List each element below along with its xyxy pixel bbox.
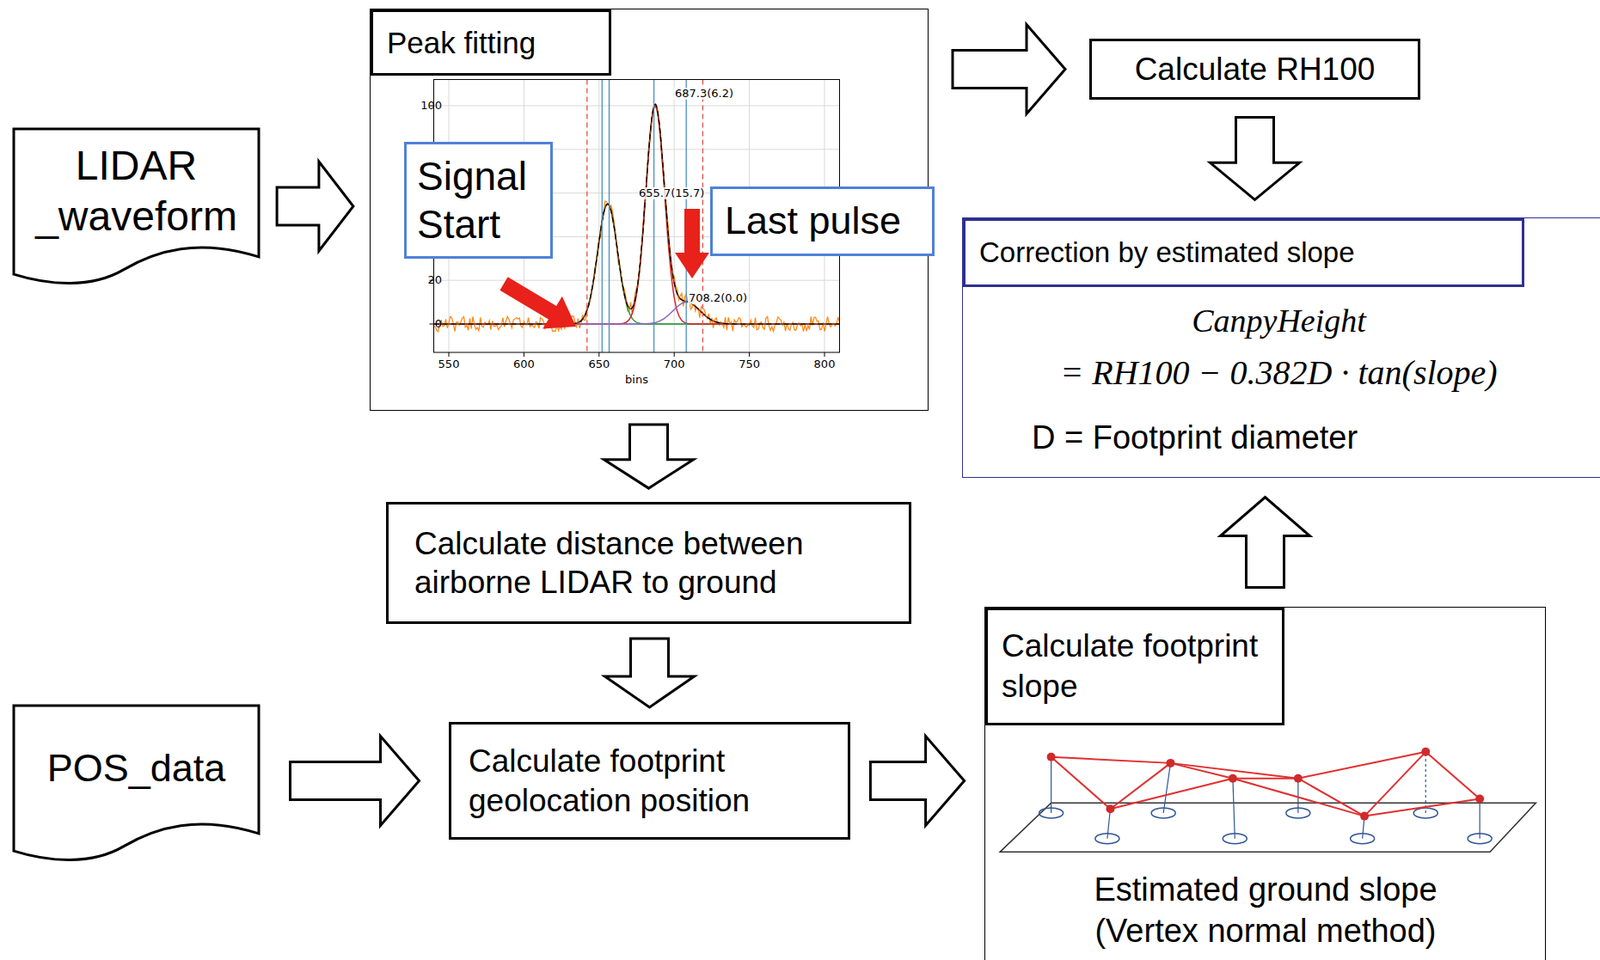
panel-heading: Peak fitting [370,9,612,76]
red-pointer-arrow [674,208,710,279]
text: Estimated ground slope (Vertex normal me… [1063,870,1468,952]
document-shape: POS_data [12,704,261,863]
height-line [1425,752,1427,814]
peak-line [608,79,610,354]
panel: Correction by estimated slopeCanpyHeight… [962,217,1600,479]
node-text: Calculate RH100 [1134,49,1376,89]
red-pointer-arrow [499,276,577,329]
node-text: POS_data [47,745,227,793]
document-outline-path [13,128,259,283]
ground-plane [999,803,1536,853]
node-text: Calculate distance between airborne LIDA… [414,524,883,602]
tick-label: 800 [814,358,836,371]
process-box: Calculate footprint geolocation position [448,722,851,840]
tick-label: 700 [663,358,686,371]
text: D = Footprint diameter [1031,417,1565,460]
panel: Peak fittingSignal Start Last pulse [369,8,929,411]
peak-line [601,79,603,354]
mesh-vertex [1047,753,1056,762]
block-arrow [276,161,354,252]
panel: Calculate footprint slopeEstimated groun… [984,606,1546,960]
process-box: Calculate RH100 [1089,38,1421,100]
tick [674,352,675,357]
tick-label: 750 [738,358,761,371]
text: CanpyHeight [962,300,1595,343]
document-outline-path [13,705,259,860]
height-line [1050,757,1052,814]
grid-line [598,79,600,354]
document-shape: LIDAR _waveform [12,127,261,286]
peak-label: 655.7(15.7) [637,187,705,200]
tick [429,324,435,325]
mesh-vertex [1475,794,1484,804]
block-arrow [1220,497,1311,589]
peak-label: 687.3(6.2) [674,87,735,100]
node-text: LIDAR _waveform [29,140,245,242]
callout-box: Signal Start [404,141,553,259]
mesh-edge [1232,778,1299,780]
tick-label: 550 [438,358,460,371]
tick-label: 650 [588,358,610,371]
mesh-vertex [1228,774,1238,784]
mesh-edge [1051,757,1171,764]
text: = RH100 − 0.382D · tan(slope) [962,351,1595,395]
mesh-edge [1170,763,1233,779]
mesh-edge [1232,778,1365,817]
mesh-edge [1298,778,1365,817]
mesh-vertex [1360,812,1369,822]
block-arrow [870,736,964,827]
grid-line [674,79,675,354]
block-arrow [1210,117,1300,201]
height-line [1479,798,1481,839]
tick-label: 0 [435,318,442,331]
mesh-vertex [1293,774,1303,784]
height-line [1107,809,1111,839]
tick [598,352,600,357]
process-box: Calculate distance between airborne LIDA… [386,502,912,625]
node-text: Signal Start [416,152,546,249]
height-line [1232,778,1235,840]
tick-label: 600 [513,358,535,371]
height-line [1297,778,1299,814]
mesh-vertex [1105,804,1115,814]
mesh-vertex [1165,759,1175,768]
window-line [586,79,588,354]
tick [824,352,826,357]
axis-label: bins [625,373,649,387]
block-arrow [604,424,694,489]
callout-box: Last pulse [710,186,935,257]
panel-heading: Correction by estimated slope [962,218,1525,288]
tick [748,352,750,357]
mesh-edge [1051,757,1111,810]
node-text: Last pulse [724,197,902,246]
grid-line [434,280,840,282]
block-arrow [605,638,695,708]
tick-label: 20 [427,274,442,287]
mesh-edge [1425,752,1480,800]
peak-line [653,79,655,354]
tick [448,352,450,357]
grid-line [434,105,840,107]
block-arrow [290,736,420,827]
height-line [1163,763,1171,814]
peak-label: 708.2(0.0) [687,292,748,305]
window-line [702,79,704,354]
mesh-edge [1298,752,1426,779]
node-text: Calculate footprint geolocation position [468,741,830,820]
tick [523,352,525,357]
gaussian-component [434,302,840,325]
mesh-edge [1364,798,1480,816]
tick-label: 100 [420,99,442,112]
block-arrow [952,24,1066,115]
mesh-vertex [1421,747,1430,757]
mesh-edge [1109,778,1233,810]
mesh-edge [1364,752,1426,817]
panel-heading: Calculate footprint slope [985,607,1285,726]
